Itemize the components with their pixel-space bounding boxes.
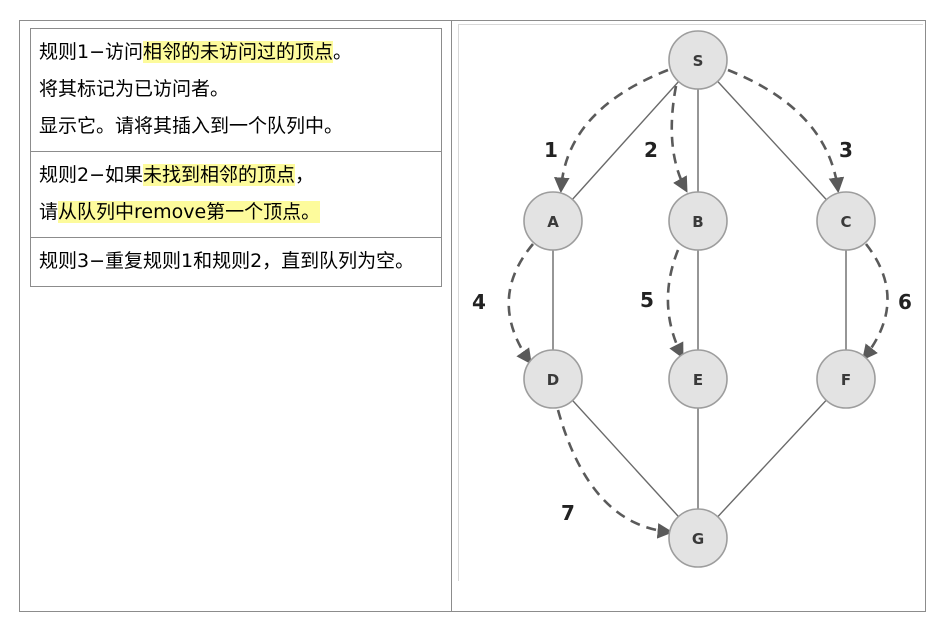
node-label: S [693, 52, 704, 70]
node-c: C [816, 191, 876, 251]
node-circle [668, 349, 728, 409]
edge-F-G [697, 378, 847, 539]
traversal-arrow-D-G [556, 409, 674, 539]
traversal-arrow-A-D [507, 243, 534, 365]
traversal-step-label: 7 [561, 501, 575, 525]
node-label: B [692, 213, 703, 231]
edge-S-C [697, 59, 847, 222]
traversal-step-label: 5 [640, 288, 654, 312]
rule-2-line: 请从队列中remove第一个顶点。 [39, 194, 433, 231]
edge-S-A [552, 59, 699, 222]
node-circle [523, 191, 583, 251]
node-label: D [547, 371, 559, 389]
node-circle [816, 349, 876, 409]
node-label: G [692, 530, 704, 548]
outer-frame [19, 20, 926, 612]
rule-2-line: 规则2−如果未找到相邻的顶点， [39, 157, 433, 194]
rule-1-text-a: 规则1−访问 [39, 41, 144, 63]
edge-D-G [552, 378, 699, 539]
graph-edges [552, 59, 847, 539]
node-label: E [693, 371, 703, 389]
traversal-arrow-S-A [554, 68, 669, 194]
node-f: F [816, 349, 876, 409]
rule-1-line: 显示它。请将其插入到一个队列中。 [39, 108, 433, 145]
node-label: F [841, 371, 851, 389]
rule-1-line: 将其标记为已访问者。 [39, 71, 433, 108]
node-circle [816, 191, 876, 251]
rule-1-line: 规则1−访问相邻的未访问过的顶点。 [39, 34, 433, 71]
diagram-panel [458, 24, 923, 581]
rule-3-text: 规则3−重复规则1和规则2，直到队列为空。 [39, 250, 415, 272]
traversal-step-label: 1 [544, 138, 558, 162]
traversal-arrow-B-E [666, 249, 684, 359]
node-b: B [668, 191, 728, 251]
node-circle [668, 30, 728, 90]
graph-nodes: S A B C D E F G [523, 30, 876, 568]
node-s: S [668, 30, 728, 90]
rule-1-text-b: 。 [333, 41, 353, 63]
traversal-step-label: 3 [839, 138, 853, 162]
rule-1-highlight: 相邻的未访问过的顶点 [143, 41, 334, 63]
node-d: D [523, 349, 583, 409]
rule-2-text-b: ， [295, 164, 315, 186]
traversal-labels: 1 2 3 4 5 6 7 [472, 138, 912, 525]
rule-3-line: 规则3−重复规则1和规则2，直到队列为空。 [39, 243, 433, 280]
rule-3-cell: 规则3−重复规则1和规则2，直到队列为空。 [30, 237, 442, 287]
traversal-arrows [507, 68, 889, 539]
rule-2-highlight: 未找到相邻的顶点 [143, 164, 296, 186]
traversal-arrow-S-C [727, 68, 845, 194]
rule-1-text-d: 显示它。请将其插入到一个队列中。 [39, 115, 344, 137]
node-circle [668, 508, 728, 568]
rule-2-text-a: 规则2−如果 [39, 164, 144, 186]
node-g: G [668, 508, 728, 568]
column-divider [451, 20, 452, 612]
node-a: A [523, 191, 583, 251]
traversal-arrow-S-B [670, 85, 688, 193]
traversal-step-label: 2 [644, 138, 658, 162]
rules-table: 规则1−访问相邻的未访问过的顶点。 将其标记为已访问者。 显示它。请将其插入到一… [30, 28, 442, 287]
rule-2-highlight: 从队列中remove第一个顶点。 [58, 201, 321, 223]
rule-2-text-c: 请 [39, 201, 59, 223]
rule-1-cell: 规则1−访问相邻的未访问过的顶点。 将其标记为已访问者。 显示它。请将其插入到一… [30, 28, 442, 152]
node-e: E [668, 349, 728, 409]
node-label: C [840, 213, 851, 231]
node-label: A [547, 213, 559, 231]
rule-1-text-c: 将其标记为已访问者。 [39, 78, 230, 100]
traversal-step-label: 4 [472, 290, 486, 314]
traversal-step-label: 6 [898, 290, 912, 314]
node-circle [668, 191, 728, 251]
rule-2-cell: 规则2−如果未找到相邻的顶点， 请从队列中remove第一个顶点。 [30, 151, 442, 238]
node-circle [523, 349, 583, 409]
traversal-arrow-C-F [862, 243, 889, 361]
